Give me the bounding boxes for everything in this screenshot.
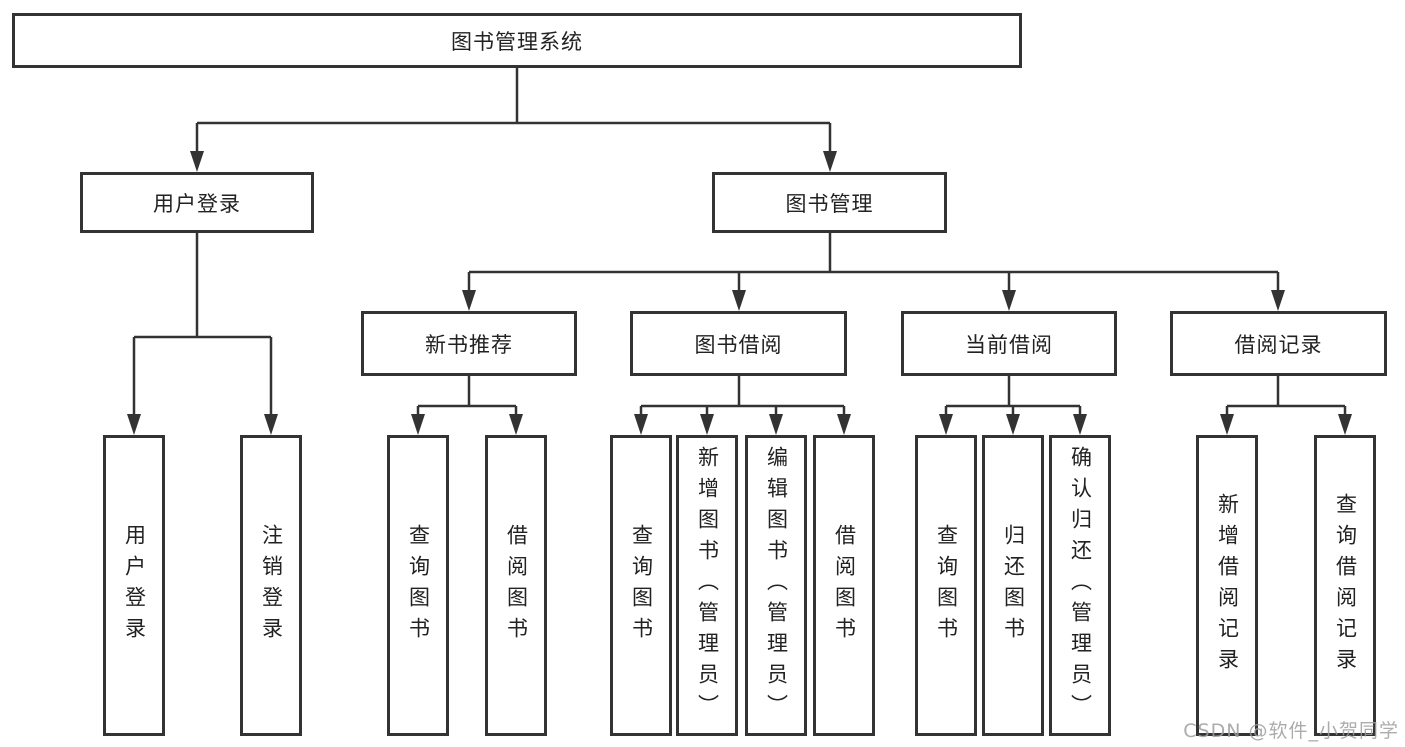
node-label: 借阅记录 bbox=[1234, 332, 1323, 357]
leaf-label: 新增图书（管理员） bbox=[695, 446, 720, 725]
node-new-book-recommend: 新书推荐 bbox=[361, 311, 577, 376]
leaf-label: 借阅图书 bbox=[832, 523, 857, 648]
leaf-logout: 注销登录 bbox=[240, 435, 302, 736]
arrowhead-icon bbox=[1271, 290, 1285, 311]
node-current-borrow: 当前借阅 bbox=[901, 311, 1117, 376]
leaf-label: 查询借阅记录 bbox=[1333, 492, 1358, 679]
leaf-query-books-recommend: 查询图书 bbox=[387, 435, 449, 736]
connectors-borrow-records-to-leaves bbox=[1220, 376, 1352, 435]
arrowhead-icon bbox=[264, 414, 278, 435]
leaf-borrow-books-recommend: 借阅图书 bbox=[485, 435, 547, 736]
leaf-label: 查询图书 bbox=[934, 523, 959, 648]
arrowhead-icon bbox=[462, 290, 476, 311]
line bbox=[416, 376, 518, 416]
connectors-book-management-to-level3 bbox=[462, 233, 1285, 311]
node-book-borrow: 图书借阅 bbox=[630, 311, 847, 376]
leaf-edit-book-admin: 编辑图书（管理员） bbox=[745, 435, 807, 736]
leaf-return-book: 归还图书 bbox=[982, 435, 1044, 736]
arrowhead-icon bbox=[1006, 414, 1020, 435]
leaf-label: 注销登录 bbox=[259, 523, 284, 648]
arrowhead-icon bbox=[190, 151, 204, 172]
leaf-query-books-borrow: 查询图书 bbox=[610, 435, 672, 736]
line bbox=[467, 233, 1280, 292]
arrowhead-icon bbox=[634, 414, 648, 435]
arrowhead-icon bbox=[411, 414, 425, 435]
line bbox=[195, 68, 832, 155]
node-label: 新书推荐 bbox=[425, 332, 513, 357]
node-root: 图书管理系统 bbox=[12, 13, 1022, 68]
arrowhead-icon bbox=[1220, 414, 1234, 435]
line bbox=[944, 376, 1082, 416]
node-label: 用户登录 bbox=[153, 191, 241, 216]
leaf-query-borrow-record: 查询借阅记录 bbox=[1314, 435, 1376, 736]
node-label: 当前借阅 bbox=[965, 332, 1053, 357]
leaf-confirm-return-admin: 确认归还（管理员） bbox=[1049, 435, 1111, 736]
leaf-label: 用户登录 bbox=[122, 523, 147, 648]
leaf-label: 确认归还（管理员） bbox=[1068, 446, 1093, 725]
node-borrow-records: 借阅记录 bbox=[1170, 311, 1387, 376]
leaf-label: 新增借阅记录 bbox=[1215, 492, 1240, 679]
arrowhead-icon bbox=[939, 414, 953, 435]
watermark: CSDN @软件_小贺同学 bbox=[1183, 720, 1399, 742]
leaf-query-books-current: 查询图书 bbox=[915, 435, 977, 736]
arrowhead-icon bbox=[837, 414, 851, 435]
node-book-management: 图书管理 bbox=[712, 172, 947, 233]
arrowhead-icon bbox=[1002, 290, 1016, 311]
leaf-user-login: 用户登录 bbox=[103, 435, 165, 736]
leaf-add-book-admin: 新增图书（管理员） bbox=[676, 435, 738, 736]
arrowhead-icon bbox=[1073, 414, 1087, 435]
node-label: 图书借阅 bbox=[694, 332, 783, 357]
line bbox=[639, 376, 846, 416]
leaf-borrow-books: 借阅图书 bbox=[813, 435, 875, 736]
leaf-add-borrow-record: 新增借阅记录 bbox=[1196, 435, 1258, 736]
line bbox=[132, 233, 273, 416]
arrowhead-icon bbox=[509, 414, 523, 435]
line bbox=[1225, 376, 1347, 416]
node-label: 图书管理系统 bbox=[451, 29, 583, 54]
connectors-new-book-recommend-to-leaves bbox=[411, 376, 523, 435]
arrowhead-icon bbox=[769, 414, 783, 435]
leaf-label: 查询图书 bbox=[406, 523, 431, 648]
arrowhead-icon bbox=[823, 151, 837, 172]
leaf-label: 编辑图书（管理员） bbox=[764, 446, 789, 725]
leaf-label: 归还图书 bbox=[1001, 523, 1026, 648]
arrowhead-icon bbox=[127, 414, 141, 435]
connectors-root-to-level2 bbox=[190, 68, 837, 172]
connectors-user-login-to-leaves bbox=[127, 233, 278, 435]
connectors-current-borrow-to-leaves bbox=[939, 376, 1087, 435]
node-label: 图书管理 bbox=[785, 191, 874, 216]
arrowhead-icon bbox=[700, 414, 714, 435]
leaf-label: 借阅图书 bbox=[504, 523, 529, 648]
arrowhead-icon bbox=[1338, 414, 1352, 435]
arrowhead-icon bbox=[732, 290, 746, 311]
node-user-login: 用户登录 bbox=[80, 172, 314, 233]
leaf-label: 查询图书 bbox=[629, 523, 654, 648]
connectors-book-borrow-to-leaves bbox=[634, 376, 851, 435]
